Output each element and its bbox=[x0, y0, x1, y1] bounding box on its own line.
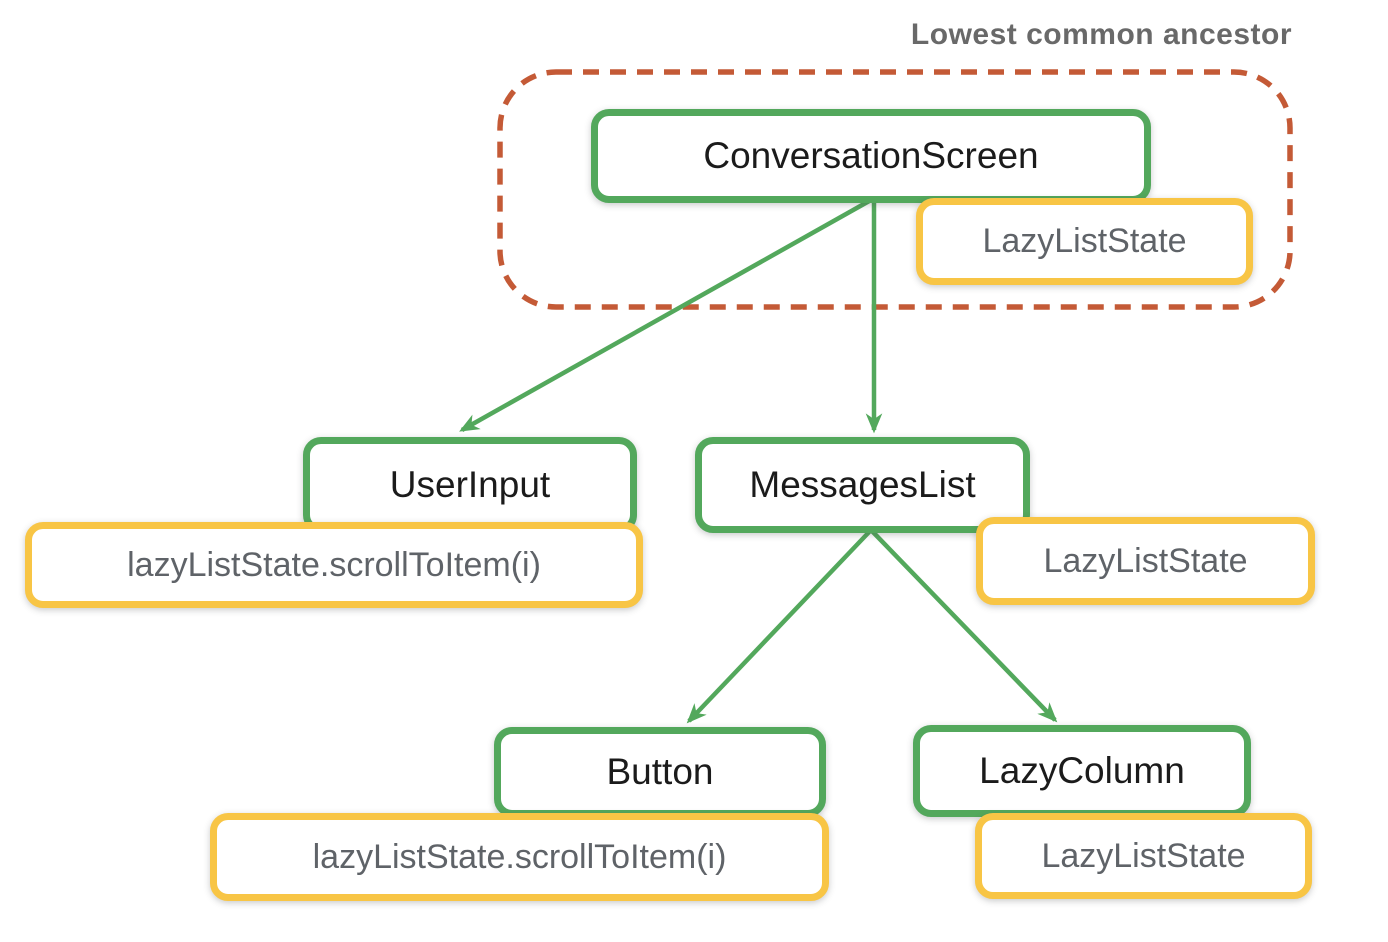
lowest-common-ancestor-label: Lowest common ancestor bbox=[910, 18, 1292, 51]
badge-label: LazyListState bbox=[982, 222, 1187, 260]
edge-conversationscreen-userinput bbox=[459, 198, 873, 432]
badge-messages-list-state: LazyListState bbox=[976, 517, 1315, 605]
node-label: MessagesList bbox=[749, 464, 976, 505]
node-label: ConversationScreen bbox=[703, 135, 1039, 176]
node-lazy-column: LazyColumn bbox=[913, 725, 1251, 817]
edge-messageslist-button bbox=[686, 528, 873, 724]
badge-label: lazyListState.scrollToItem(i) bbox=[312, 837, 727, 876]
node-conversation-screen: ConversationScreen bbox=[591, 109, 1151, 203]
badge-lazy-column-state: LazyListState bbox=[975, 813, 1312, 899]
badge-label: LazyListState bbox=[1043, 541, 1248, 580]
node-user-input: UserInput bbox=[303, 437, 637, 533]
badge-label: LazyListState bbox=[1041, 836, 1246, 875]
badge-user-input-action: lazyListState.scrollToItem(i) bbox=[25, 522, 643, 608]
node-label: Button bbox=[606, 751, 714, 792]
node-label: UserInput bbox=[389, 464, 551, 505]
node-button: Button bbox=[494, 727, 826, 817]
node-label: LazyColumn bbox=[979, 750, 1185, 791]
badge-button-action: lazyListState.scrollToItem(i) bbox=[210, 813, 829, 901]
badge-label: lazyListState.scrollToItem(i) bbox=[127, 545, 541, 584]
node-messages-list: MessagesList bbox=[695, 437, 1030, 533]
badge-conversation-screen-state: LazyListState bbox=[916, 198, 1253, 285]
